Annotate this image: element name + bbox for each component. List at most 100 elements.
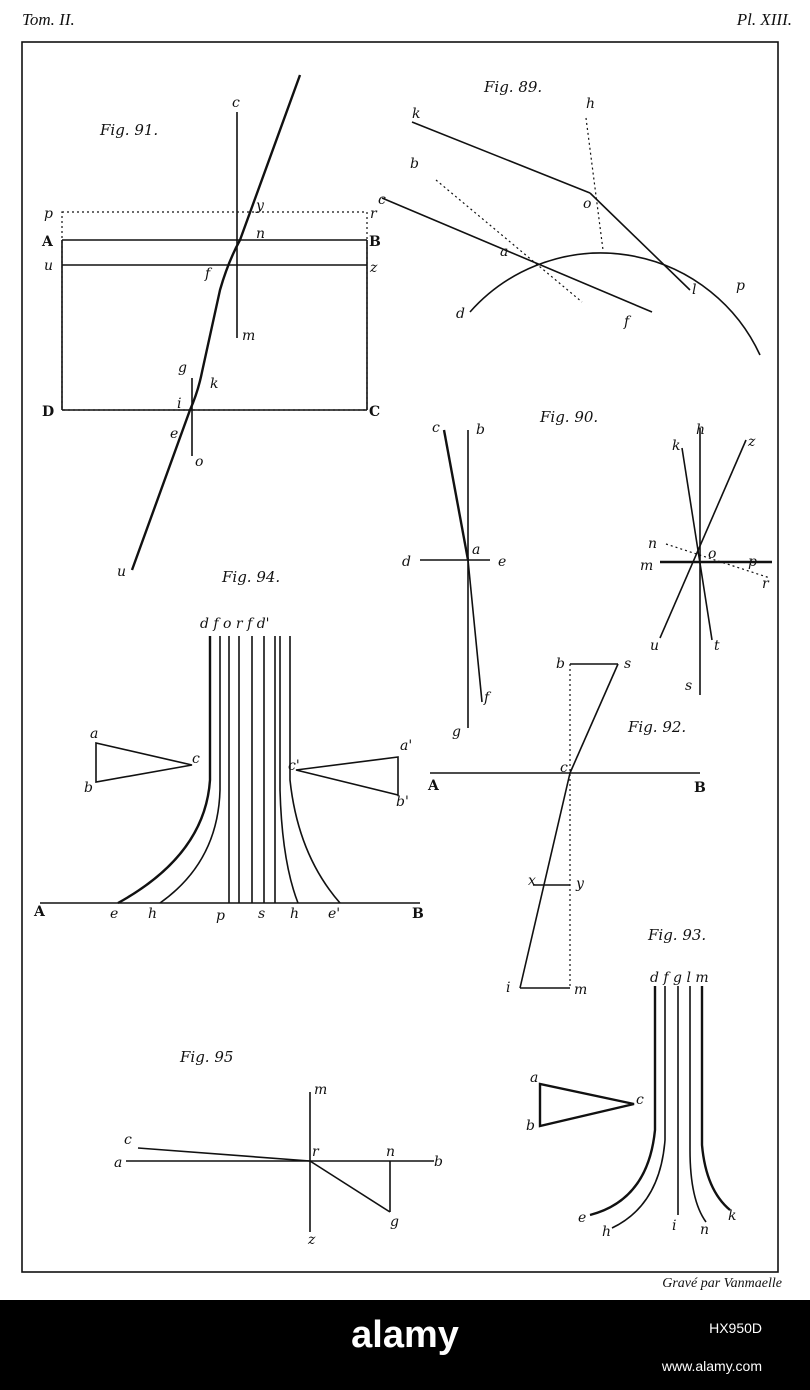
- fig92-ray-ci: [519, 772, 571, 989]
- fig89-arc: [469, 252, 761, 356]
- fig95-label-b: b: [434, 1154, 443, 1170]
- fig89-caption: Fig. 89.: [483, 78, 542, 96]
- fig89-ray-ol: [589, 192, 691, 291]
- fig90-label-c: c: [432, 420, 440, 436]
- fig89-label-o: o: [583, 196, 591, 212]
- engraved-plate: Fig. 91. p r u z c n y m f g k i e o u A…: [21, 41, 779, 1273]
- fig94-label-p: p: [216, 908, 225, 924]
- fig90-right-ray-zu: [659, 439, 747, 639]
- fig90-label-e: e: [498, 554, 506, 570]
- fig90-label-s: s: [685, 678, 692, 694]
- fig91-label-f: f: [204, 266, 213, 282]
- fig90-caption: Fig. 90.: [539, 408, 598, 426]
- fig94-label-s: s: [258, 906, 265, 922]
- fig93-triangle: [538, 1082, 635, 1128]
- fig94-label-h: h: [148, 906, 157, 922]
- fig89-label-l: l: [692, 282, 696, 298]
- fig90-label-r: r: [762, 576, 770, 592]
- figure-90: Fig. 90. c b d a e g f h k z n o m p r u…: [402, 408, 772, 740]
- fig94-curve-f-h: [159, 636, 221, 904]
- fig92-caption: Fig. 92.: [627, 718, 686, 736]
- fig93-curve-l-n: [689, 986, 707, 1223]
- fig95-label-n: n: [386, 1144, 395, 1160]
- fig94-triangle-right: [295, 756, 399, 797]
- fig93-label-i: i: [672, 1218, 676, 1234]
- fig90-label-z: z: [747, 434, 756, 450]
- fig94-top-labels: d f o r f d': [200, 616, 270, 632]
- fig92-ray-sc: [569, 663, 619, 774]
- fig91-label-z: z: [369, 260, 378, 276]
- watermark-footer: alamy HX950D www.alamy.com: [0, 1300, 810, 1390]
- figure-91: Fig. 91. p r u z c n y m f g k i e o u A…: [41, 74, 381, 580]
- fig91-label-p: p: [44, 206, 53, 222]
- fig94-label-a-prime: a': [400, 738, 412, 754]
- fig91-label-y: y: [255, 198, 265, 214]
- fig93-label-n: n: [700, 1222, 709, 1238]
- fig90-label-f: f: [483, 690, 492, 706]
- fig91-label-g: g: [178, 360, 187, 376]
- fig90-label-h: h: [696, 422, 705, 438]
- fig89-label-k: k: [412, 106, 420, 122]
- figure-93: Fig. 93. d f g l m a b c e h i n k: [526, 926, 736, 1240]
- fig94-label-c-prime: c': [288, 758, 300, 774]
- fig94-triangle-left: [95, 741, 193, 783]
- engraver-credit: Gravé par Vanmaelle: [662, 1276, 782, 1291]
- fig94-curve-d-e-right: [289, 636, 341, 904]
- fig90-label-o: o: [708, 546, 716, 562]
- fig91-label-o: o: [195, 454, 203, 470]
- fig92-label-c: c: [560, 760, 568, 776]
- fig95-ray-cr: [137, 1147, 311, 1162]
- fig94-caption: Fig. 94.: [221, 568, 280, 586]
- fig89-label-b: b: [410, 156, 419, 172]
- fig90-label-n: n: [648, 536, 657, 552]
- fig94-label-c: c: [192, 751, 200, 767]
- fig95-label-m: m: [314, 1082, 327, 1098]
- fig92-label-x: x: [528, 873, 536, 889]
- fig91-label-A: A: [41, 234, 54, 250]
- fig89-label-h: h: [586, 96, 595, 112]
- fig92-label-b: b: [556, 656, 565, 672]
- figure-89: Fig. 89. k h b c o a l p d f: [378, 78, 761, 356]
- fig94-label-b: b: [84, 780, 93, 796]
- fig89-ray-ko: [411, 121, 591, 194]
- fig94-curve-d-e: [117, 636, 212, 905]
- fig92-label-i: i: [506, 980, 510, 996]
- fig95-label-c: c: [124, 1132, 132, 1148]
- volume-label: Tom. II.: [22, 10, 75, 29]
- fig89-label-d: d: [456, 306, 465, 322]
- fig93-label-e: e: [578, 1210, 586, 1226]
- plate-border: [21, 41, 779, 1273]
- fig92-label-A: A: [427, 778, 440, 794]
- alamy-logo[interactable]: alamy: [351, 1314, 459, 1356]
- fig91-label-c: c: [232, 95, 240, 111]
- fig95-label-r: r: [312, 1144, 320, 1160]
- fig94-label-e: e: [110, 906, 118, 922]
- fig95-label-z: z: [307, 1232, 316, 1248]
- fig89-label-f: f: [623, 314, 632, 330]
- fig91-label-B: B: [369, 234, 381, 250]
- fig90-label-m: m: [640, 558, 653, 574]
- fig94-label-a: a: [90, 726, 98, 742]
- fig90-label-b: b: [476, 422, 485, 438]
- fig93-top-labels: d f g l m: [650, 970, 709, 986]
- fig91-label-i: i: [177, 396, 181, 412]
- image-id: HX950D: [709, 1320, 762, 1336]
- figure-95: Fig. 95 m c a r n b g z: [114, 1048, 443, 1248]
- fig90-left-ray-af: [467, 559, 483, 703]
- fig91-label-C: C: [369, 404, 380, 420]
- fig90-left-ray-ca: [442, 429, 470, 561]
- fig93-label-a: a: [530, 1070, 538, 1086]
- fig91-label-D: D: [42, 404, 54, 420]
- fig94-label-A: A: [33, 904, 46, 920]
- fig90-label-p: p: [748, 554, 757, 570]
- fig94-label-e-prime: e': [328, 906, 340, 922]
- fig91-label-k: k: [210, 376, 218, 392]
- footer-url[interactable]: www.alamy.com: [661, 1358, 762, 1374]
- fig91-label-e: e: [170, 426, 178, 442]
- fig90-right-dotted-nr: [665, 543, 771, 579]
- fig94-label-B: B: [412, 906, 424, 922]
- fig89-label-a: a: [500, 244, 508, 260]
- fig89-label-p: p: [736, 278, 745, 294]
- fig95-ray-rg: [309, 1160, 391, 1213]
- figure-92: Fig. 92. b s c x y i m A B: [427, 656, 706, 998]
